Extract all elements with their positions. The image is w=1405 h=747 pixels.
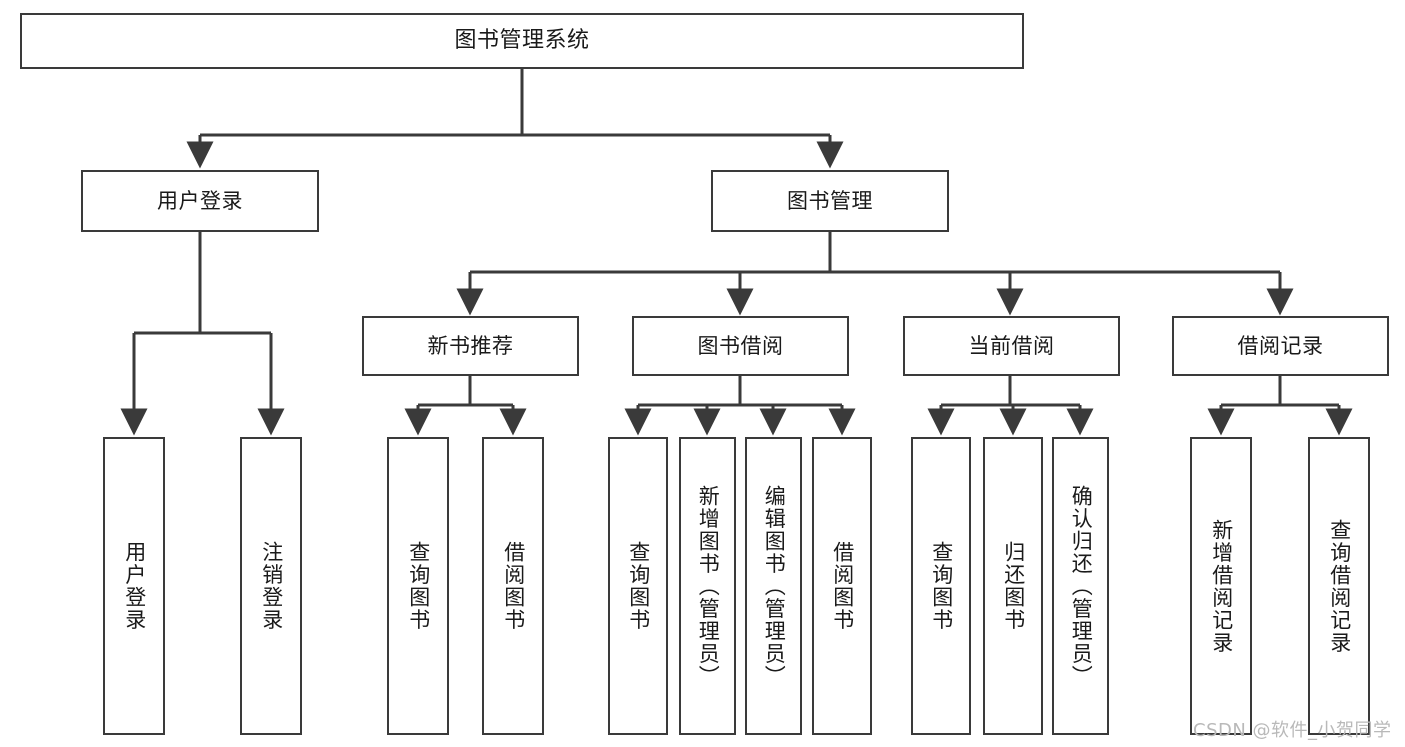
node-label: 确认归还（管理员） xyxy=(1069,484,1094,688)
leaf-logout[interactable]: 注销登录 xyxy=(240,437,302,735)
leaf-borrow-book-recommendation[interactable]: 借阅图书 xyxy=(482,437,544,735)
leaf-query-book-borrowing[interactable]: 查询图书 xyxy=(608,437,668,735)
node-label: 借阅图书 xyxy=(501,541,526,631)
node-label: 新书推荐 xyxy=(427,333,514,358)
leaf-add-borrowing-record[interactable]: 新增借阅记录 xyxy=(1190,437,1252,735)
node-label: 用户登录 xyxy=(122,541,147,631)
node-book-borrowing[interactable]: 图书借阅 xyxy=(632,316,849,376)
node-label: 查询借阅记录 xyxy=(1327,518,1352,654)
node-label: 查询图书 xyxy=(626,541,651,631)
leaf-query-book-recommendation[interactable]: 查询图书 xyxy=(387,437,449,735)
node-label: 图书借阅 xyxy=(697,333,784,358)
node-label: 图书管理 xyxy=(787,188,873,213)
node-label: 用户登录 xyxy=(157,188,243,213)
node-label: 图书管理系统 xyxy=(454,28,590,54)
leaf-borrow-book-borrowing[interactable]: 借阅图书 xyxy=(812,437,872,735)
leaf-return-book[interactable]: 归还图书 xyxy=(983,437,1043,735)
node-current-borrowing[interactable]: 当前借阅 xyxy=(903,316,1120,376)
leaf-confirm-return-admin[interactable]: 确认归还（管理员） xyxy=(1052,437,1109,735)
node-label: 编辑图书（管理员） xyxy=(762,484,787,688)
leaf-query-borrowing-record[interactable]: 查询借阅记录 xyxy=(1308,437,1370,735)
leaf-edit-book-admin[interactable]: 编辑图书（管理员） xyxy=(745,437,802,735)
node-label: 借阅图书 xyxy=(830,541,855,631)
node-label: 查询图书 xyxy=(929,541,954,631)
node-label: 新增图书（管理员） xyxy=(696,484,721,688)
node-label: 归还图书 xyxy=(1001,541,1026,631)
node-root-system[interactable]: 图书管理系统 xyxy=(20,13,1024,69)
node-label: 注销登录 xyxy=(259,541,284,631)
leaf-add-book-admin[interactable]: 新增图书（管理员） xyxy=(679,437,736,735)
node-book-management[interactable]: 图书管理 xyxy=(711,170,949,232)
leaf-query-book-current[interactable]: 查询图书 xyxy=(911,437,971,735)
watermark-text: CSDN @软件_小贺同学 xyxy=(1193,720,1392,741)
leaf-user-login[interactable]: 用户登录 xyxy=(103,437,165,735)
node-label: 当前借阅 xyxy=(968,333,1055,358)
node-borrowing-record[interactable]: 借阅记录 xyxy=(1172,316,1389,376)
node-label: 查询图书 xyxy=(406,541,431,631)
node-label: 借阅记录 xyxy=(1237,333,1324,358)
node-user-login[interactable]: 用户登录 xyxy=(81,170,319,232)
node-new-book-recommendation[interactable]: 新书推荐 xyxy=(362,316,579,376)
node-label: 新增借阅记录 xyxy=(1209,518,1234,654)
